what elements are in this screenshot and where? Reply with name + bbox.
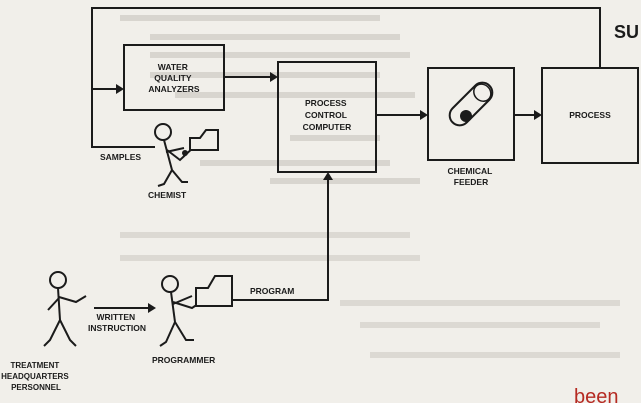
treatment-hq-personnel-label: TREATMENT HEADQUARTERS PERSONNEL: [1, 361, 71, 392]
chemist-sample-bottle: [182, 150, 188, 156]
arrow-to-process: [534, 110, 542, 120]
arrow-to-analyzers: [116, 84, 124, 94]
programmer-label: PROGRAMMER: [152, 355, 215, 365]
arrow-to-programmer: [148, 303, 156, 313]
process-label: PROCESS: [569, 110, 611, 120]
written-instruction-label: WRITTEN INSTRUCTION: [88, 312, 146, 333]
chemist-label: CHEMIST: [148, 190, 187, 200]
water-quality-analyzers-label: WATER QUALITY ANALYZERS: [148, 62, 199, 94]
chemical-feeder-icon: [446, 79, 497, 130]
program-line: [232, 180, 328, 300]
partial-heading-text: SU: [614, 22, 639, 42]
chemist-figure: [155, 124, 196, 186]
arrow-to-feeder: [420, 110, 428, 120]
programmer-terminal-icon: [196, 276, 232, 306]
programmer-figure: [160, 276, 204, 346]
treatment-hq-personnel-figure: [44, 272, 86, 346]
chemist-terminal-icon: [190, 130, 218, 150]
process-control-computer-label: PROCESS CONTROL COMPUTER: [303, 98, 352, 132]
chemical-feeder-label: CHEMICAL FEEDER: [447, 166, 494, 187]
arrow-program-to-computer: [323, 172, 333, 180]
samples-label: SAMPLES: [100, 152, 141, 162]
program-label: PROGRAM: [250, 286, 294, 296]
partial-footer-text: been: [574, 386, 619, 403]
